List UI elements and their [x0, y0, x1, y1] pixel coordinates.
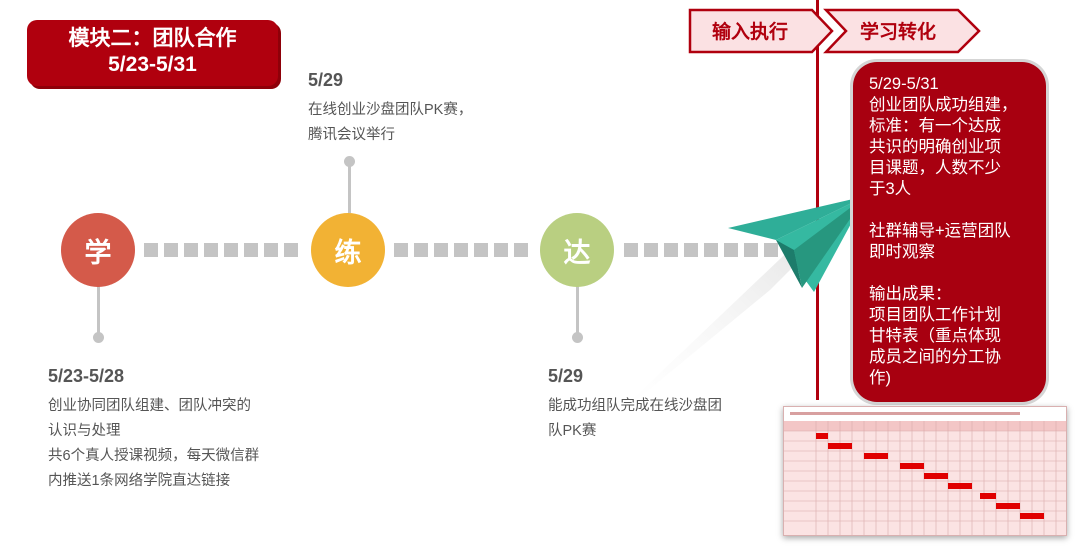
- timeline-dot: [184, 243, 198, 257]
- event-desc: 能成功组队完成在线沙盘团 队PK赛: [548, 394, 768, 444]
- phase-learn-transform: 学习转化: [822, 8, 982, 54]
- stage-char: 练: [335, 231, 362, 270]
- timeline-dot: [474, 243, 488, 257]
- panel-line: 创业团队成功组建，: [869, 95, 1030, 116]
- timeline-track: [140, 243, 780, 257]
- event-line: 在线创业沙盘团队PK赛，: [308, 98, 528, 123]
- event-desc: 在线创业沙盘团队PK赛， 腾讯会议举行: [308, 98, 528, 148]
- event-line: 认识与处理: [48, 419, 308, 444]
- gantt-chart-image: [783, 406, 1067, 536]
- phase-label: 输入执行: [712, 17, 788, 44]
- event-date: 5/23-5/28: [48, 364, 308, 388]
- timeline-dot: [284, 243, 298, 257]
- stage-char: 达: [564, 231, 591, 270]
- event-learn: 5/23-5/28 创业协同团队组建、团队冲突的 认识与处理 共6个真人授课视频…: [48, 364, 308, 494]
- timeline-dot: [224, 243, 238, 257]
- module-title: 模块二：团队合作: [27, 26, 278, 52]
- panel-line: 甘特表（重点体现: [869, 326, 1030, 347]
- event-achieve: 5/29 能成功组队完成在线沙盘团 队PK赛: [548, 364, 768, 444]
- stage-achieve-circle: 达: [540, 213, 614, 287]
- connector-stem: [576, 285, 579, 335]
- panel-line: 作): [869, 368, 1030, 389]
- panel-line: 项目团队工作计划: [869, 305, 1030, 326]
- timeline-dot: [204, 243, 218, 257]
- panel-line: 即时观察: [869, 242, 1030, 263]
- event-date: 5/29: [548, 364, 768, 388]
- event-line: 共6个真人授课视频，每天微信群: [48, 444, 308, 469]
- timeline-dot: [494, 243, 508, 257]
- stage-char: 学: [85, 231, 112, 270]
- panel-line: 于3人: [869, 179, 1030, 200]
- module-badge: 模块二：团队合作 5/23-5/31: [27, 20, 278, 86]
- event-line: 队PK赛: [548, 419, 768, 444]
- panel-line: 5/29-5/31: [869, 74, 1030, 95]
- stage-practice-circle: 练: [311, 213, 385, 287]
- timeline-dot: [664, 243, 678, 257]
- connector-knob: [572, 332, 583, 343]
- panel-line: 社群辅导+运营团队: [869, 221, 1030, 242]
- event-date: 5/29: [308, 68, 528, 92]
- connector-knob: [344, 156, 355, 167]
- event-practice: 5/29 在线创业沙盘团队PK赛， 腾讯会议举行: [308, 68, 528, 148]
- timeline-dot: [684, 243, 698, 257]
- timeline-dot: [454, 243, 468, 257]
- phase-label: 学习转化: [860, 17, 936, 44]
- connector-stem: [348, 163, 351, 213]
- outcome-panel: 5/29-5/31 创业团队成功组建， 标准：有一个达成 共识的明确创业项 目课…: [853, 62, 1046, 402]
- timeline-dot: [704, 243, 718, 257]
- panel-line: 成员之间的分工协: [869, 347, 1030, 368]
- connector-knob: [93, 332, 104, 343]
- panel-line: 目课题，人数不少: [869, 158, 1030, 179]
- timeline-dot: [624, 243, 638, 257]
- event-desc: 创业协同团队组建、团队冲突的 认识与处理 共6个真人授课视频，每天微信群 内推送…: [48, 394, 308, 494]
- timeline-dot: [414, 243, 428, 257]
- module-dates: 5/23-5/31: [27, 52, 278, 78]
- stage-learn-circle: 学: [61, 213, 135, 287]
- timeline-dot: [644, 243, 658, 257]
- phase-input-execute: 输入执行: [688, 8, 836, 54]
- event-line: 内推送1条网络学院直达链接: [48, 469, 308, 494]
- gantt-chart-graphic: [784, 407, 1066, 535]
- event-line: 腾讯会议举行: [308, 123, 528, 148]
- timeline-dot: [164, 243, 178, 257]
- event-line: 创业协同团队组建、团队冲突的: [48, 394, 308, 419]
- panel-line: 标准：有一个达成: [869, 116, 1030, 137]
- paper-plane-icon: [728, 188, 868, 298]
- timeline-dot: [144, 243, 158, 257]
- timeline-dot: [264, 243, 278, 257]
- panel-line: 共识的明确创业项: [869, 137, 1030, 158]
- event-line: 能成功组队完成在线沙盘团: [548, 394, 768, 419]
- panel-line: 输出成果：: [869, 284, 1030, 305]
- timeline-dot: [244, 243, 258, 257]
- connector-stem: [97, 285, 100, 335]
- timeline-dot: [434, 243, 448, 257]
- timeline-dot: [394, 243, 408, 257]
- timeline-dot: [514, 243, 528, 257]
